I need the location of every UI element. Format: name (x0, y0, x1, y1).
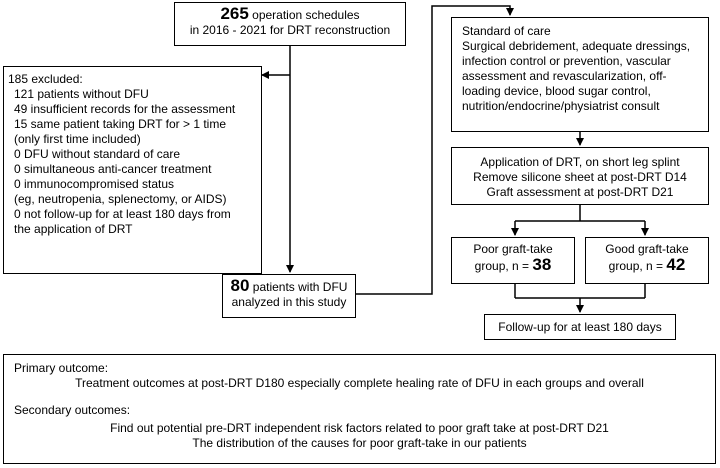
arrow-analyzed-to-standard (356, 5, 514, 295)
application-box: Application of DRT, on short leg splint … (451, 147, 709, 205)
analyzed-line-1: 80 patients with DFU (223, 276, 355, 295)
poor-graft-group-box: Poor graft-take group, n = 38 (451, 237, 575, 284)
good-graft-group-box: Good graft-take group, n = 42 (585, 237, 709, 284)
schedules-line1-text: operation schedules (248, 8, 360, 22)
good-group-line-2: group, n = 42 (586, 255, 708, 274)
analyzed-box: 80 patients with DFU analyzed in this st… (222, 274, 356, 318)
excluded-item: (only first time included) (14, 132, 141, 146)
poor-group-line-2: group, n = 38 (452, 255, 574, 274)
standard-of-care-box: Standard of care Surgical debridement, a… (451, 17, 709, 132)
outcomes-box: Primary outcome: Treatment outcomes at p… (3, 354, 716, 464)
poor-group-prefix: group, n = (474, 259, 533, 273)
analyzed-line-2: analyzed in this study (231, 295, 347, 309)
excluded-item: 0 immunocompromised status (14, 177, 175, 191)
excluded-item: 121 patients without DFU (14, 87, 149, 101)
application-line: Remove silicone sheet at post-DRT D14 (473, 170, 687, 184)
analyzed-line1-text: patients with DFU (249, 280, 348, 294)
excluded-item: 49 insufficient records for the assessme… (14, 102, 236, 116)
excluded-item: (eg, neutropenia, splenectomy, or AIDS) (14, 192, 227, 206)
analyzed-count: 80 (230, 276, 250, 295)
good-group-n: 42 (666, 255, 686, 274)
followup-box: Follow-up for at least 180 days (484, 314, 676, 340)
standard-of-care-line: loading device, blood sugar control, (462, 84, 651, 98)
schedules-line-1: 265 operation schedules (175, 4, 405, 23)
secondary-outcome-line: Find out potential pre-DRT independent r… (110, 421, 609, 435)
standard-of-care-line: infection control or prevention, vascula… (462, 54, 671, 68)
good-group-prefix: group, n = (608, 259, 667, 273)
schedules-box: 265 operation schedules in 2016 - 2021 f… (174, 2, 406, 46)
secondary-outcome-line: The distribution of the causes for poor … (192, 436, 527, 450)
excluded-item: 15 same patient taking DRT for > 1 time (14, 117, 226, 131)
excluded-box: 185 excluded: 121 patients without DFU 4… (3, 66, 262, 274)
standard-of-care-title: Standard of care (462, 24, 551, 38)
standard-of-care-line: Surgical debridement, adequate dressings… (462, 39, 691, 53)
excluded-item: 0 not follow-up for at least 180 days fr… (14, 207, 231, 221)
followup-text: Follow-up for at least 180 days (498, 320, 662, 334)
good-group-line-1: Good graft-take (605, 242, 689, 256)
application-line: Application of DRT, on short leg splint (480, 155, 680, 169)
excluded-item: 0 DFU without standard of care (14, 147, 181, 161)
excluded-item: 0 simultaneous anti-cancer treatment (14, 162, 212, 176)
excluded-item: the application of DRT (14, 222, 133, 236)
poor-group-line-1: Poor graft-take (473, 242, 553, 256)
schedules-line-2: in 2016 - 2021 for DRT reconstruction (189, 23, 391, 37)
primary-outcome-text: Treatment outcomes at post-DRT D180 espe… (75, 376, 644, 390)
excluded-title: 185 excluded: (8, 72, 83, 86)
primary-outcome-title: Primary outcome: (14, 361, 109, 375)
standard-of-care-line: assessment and revascularization, off- (462, 69, 667, 83)
schedules-count: 265 (220, 4, 249, 23)
standard-of-care-line: nutrition/endocrine/physiatrist consult (462, 99, 660, 113)
poor-group-n: 38 (532, 255, 552, 274)
application-line: Graft assessment at post-DRT D21 (486, 185, 674, 199)
secondary-outcome-title: Secondary outcomes: (14, 403, 131, 417)
